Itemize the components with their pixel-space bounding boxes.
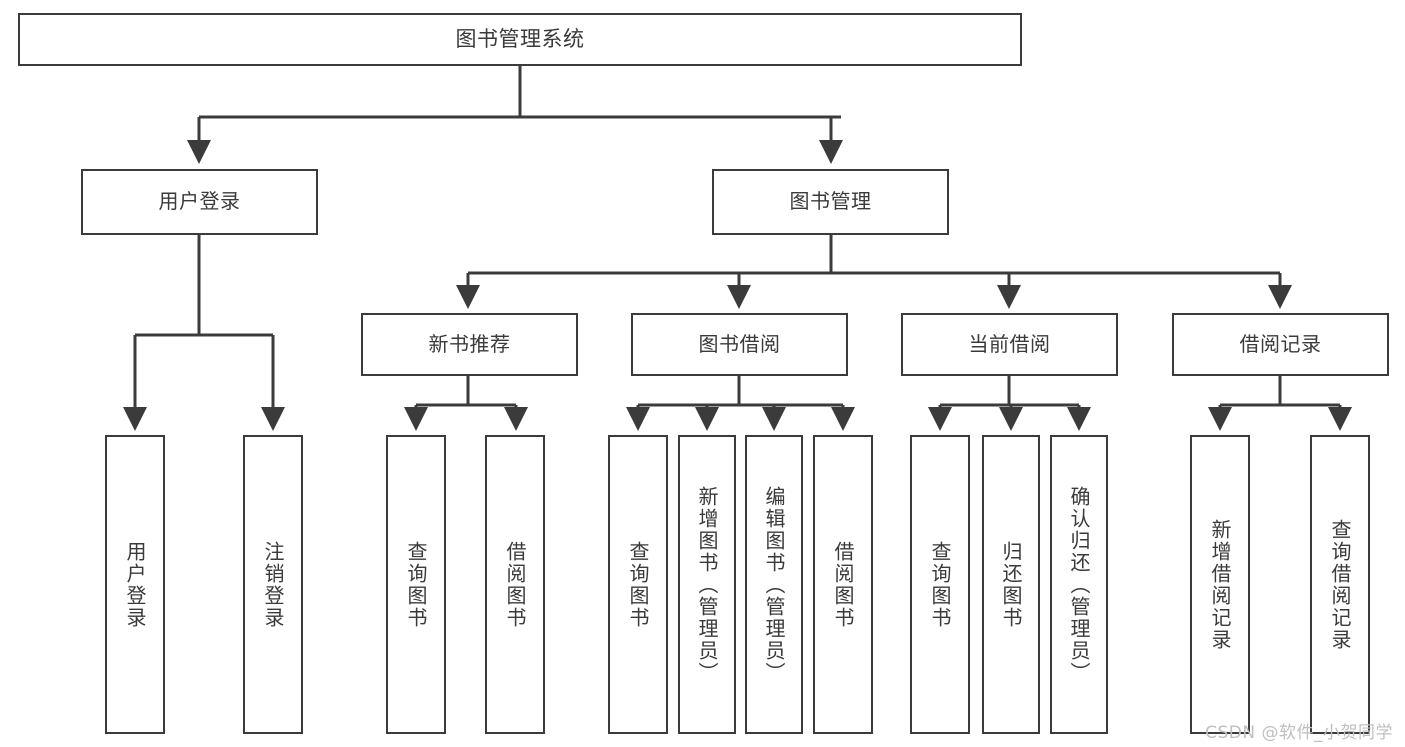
node-leaf-borrow-book-2[interactable]: 借阅图书 (813, 435, 873, 734)
node-new-book-rec-label: 新书推荐 (428, 331, 511, 356)
node-current-borrow[interactable]: 当前借阅 (901, 313, 1118, 376)
node-leaf-confirm-return[interactable]: 确认归还（管理员） (1050, 435, 1108, 734)
node-root-label: 图书管理系统 (455, 27, 585, 52)
node-leaf-return-book-label: 归还图书 (999, 540, 1023, 629)
node-leaf-return-book[interactable]: 归还图书 (982, 435, 1040, 734)
node-borrow-record[interactable]: 借阅记录 (1172, 313, 1389, 376)
node-book-borrow[interactable]: 图书借阅 (631, 313, 848, 376)
node-leaf-add-book[interactable]: 新增图书（管理员） (678, 435, 736, 734)
node-new-book-rec[interactable]: 新书推荐 (361, 313, 578, 376)
node-leaf-query-book-3[interactable]: 查询图书 (910, 435, 970, 734)
node-leaf-logout[interactable]: 注销登录 (243, 435, 303, 734)
node-leaf-edit-book[interactable]: 编辑图书（管理员） (745, 435, 803, 734)
node-leaf-logout-label: 注销登录 (261, 540, 285, 629)
node-leaf-query-record[interactable]: 查询借阅记录 (1310, 435, 1370, 734)
node-leaf-query-book-2[interactable]: 查询图书 (608, 435, 668, 734)
node-leaf-add-book-label: 新增图书（管理员） (695, 485, 719, 684)
node-leaf-borrow-book-2-label: 借阅图书 (831, 540, 855, 629)
node-leaf-borrow-book-1[interactable]: 借阅图书 (485, 435, 545, 734)
node-book-manage-label: 图书管理 (789, 189, 872, 214)
node-leaf-confirm-return-label: 确认归还（管理员） (1067, 485, 1091, 684)
node-leaf-query-record-label: 查询借阅记录 (1328, 518, 1352, 651)
node-leaf-add-record[interactable]: 新增借阅记录 (1190, 435, 1250, 734)
node-leaf-query-book-1[interactable]: 查询图书 (386, 435, 446, 734)
node-book-borrow-label: 图书借阅 (698, 331, 781, 356)
node-book-manage[interactable]: 图书管理 (712, 169, 949, 235)
node-borrow-record-label: 借阅记录 (1239, 331, 1322, 356)
node-leaf-add-record-label: 新增借阅记录 (1208, 518, 1232, 651)
node-leaf-query-book-1-label: 查询图书 (404, 540, 428, 629)
node-leaf-user-login[interactable]: 用户登录 (105, 435, 165, 734)
node-user-login[interactable]: 用户登录 (81, 169, 318, 235)
node-leaf-edit-book-label: 编辑图书（管理员） (762, 485, 786, 684)
csdn-watermark: CSDN @软件_小贺同学 (1205, 723, 1393, 743)
node-current-borrow-label: 当前借阅 (968, 331, 1051, 356)
node-user-login-label: 用户登录 (158, 189, 241, 214)
node-leaf-user-login-label: 用户登录 (123, 540, 147, 629)
node-leaf-borrow-book-1-label: 借阅图书 (503, 540, 527, 629)
node-leaf-query-book-2-label: 查询图书 (626, 540, 650, 629)
node-root[interactable]: 图书管理系统 (18, 13, 1022, 66)
node-leaf-query-book-3-label: 查询图书 (928, 540, 952, 629)
